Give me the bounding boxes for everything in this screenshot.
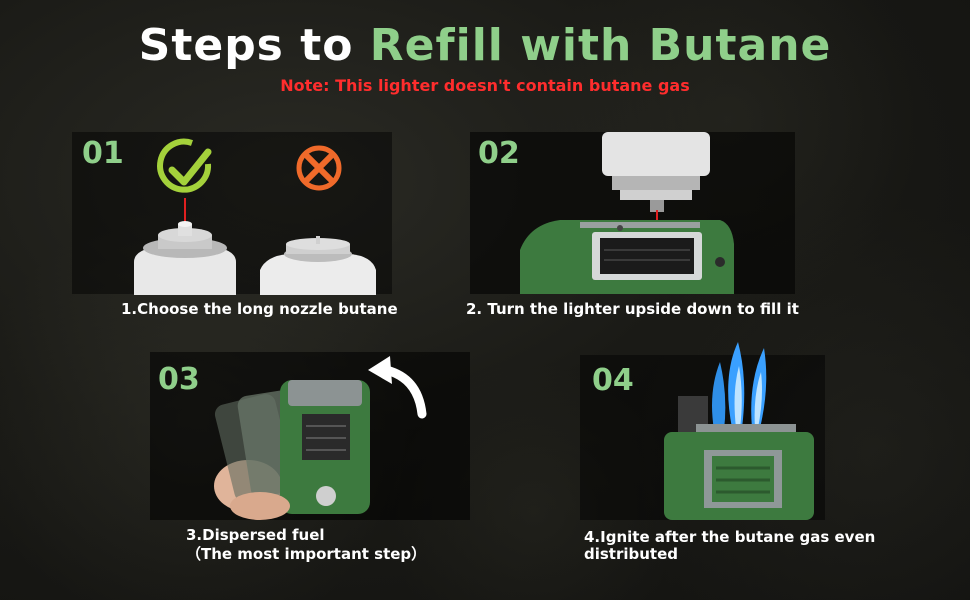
step-04-caption-line1: 4.Ignite after the butane gas even <box>584 528 876 546</box>
flame-icon <box>712 342 767 430</box>
step-03-number: 03 <box>158 362 200 397</box>
short-nozzle-can <box>260 236 376 295</box>
step-03-caption-line2: （The most important step） <box>186 545 427 563</box>
curved-arrow-icon <box>368 356 427 419</box>
step-04-number: 04 <box>592 363 634 398</box>
step-04-illustration <box>664 342 814 520</box>
step-01-number: 01 <box>82 136 124 171</box>
step-02-illustration <box>520 132 734 294</box>
note-text: Note: This lighter doesn't contain butan… <box>280 76 690 95</box>
step-03-illustration <box>214 356 427 520</box>
title-part-white: Steps to <box>138 20 370 71</box>
step-01-caption: 1.Choose the long nozzle butane <box>121 300 398 318</box>
step-01-illustration <box>134 138 376 295</box>
step-02-number: 02 <box>478 136 520 171</box>
check-icon <box>157 138 212 193</box>
step-03-caption-line1: 3.Dispersed fuel <box>186 526 325 544</box>
page-title: Steps to Refill with Butane <box>0 18 970 74</box>
step-04-caption-line2: distributed <box>584 545 679 563</box>
cross-icon <box>296 145 342 191</box>
long-nozzle-can <box>134 221 236 295</box>
step-02-caption: 2. Turn the lighter upside down to fill … <box>466 300 799 318</box>
title-part-green: Refill with Butane <box>369 20 832 71</box>
